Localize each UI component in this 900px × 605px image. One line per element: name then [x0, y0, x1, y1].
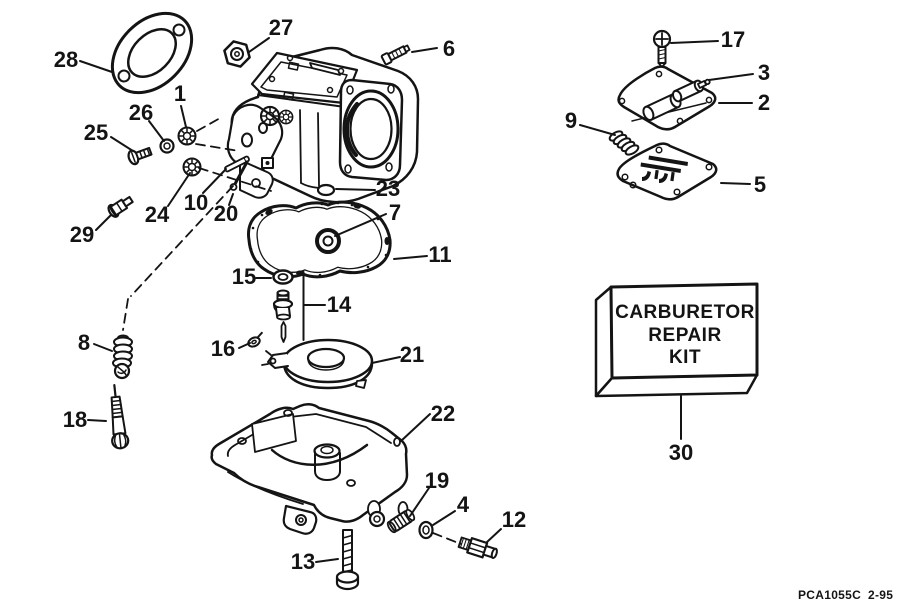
- leader-10: [202, 168, 227, 194]
- leader-7: [334, 213, 387, 237]
- callout-5-label: 5: [754, 172, 766, 197]
- callout-30-label: 30: [669, 440, 693, 465]
- leader-22: [400, 413, 431, 442]
- part-4-washer: [418, 520, 434, 540]
- leader-17: [670, 40, 719, 44]
- callout-27-label: 27: [269, 15, 293, 40]
- part-20-pin: [229, 160, 249, 191]
- callout-14-label: 14: [327, 292, 352, 317]
- leader-13: [315, 558, 339, 563]
- part-28-gasket: [110, 11, 194, 95]
- leader-8: [93, 343, 113, 352]
- part-1-star-washer: [177, 126, 197, 146]
- callout-18-label: 18: [63, 407, 87, 432]
- alignment-dash-lines: [122, 116, 462, 545]
- part-24-star-washer: [182, 157, 202, 177]
- leader-3: [708, 73, 754, 81]
- dash-line: [198, 167, 272, 192]
- leader-29: [95, 214, 112, 231]
- part-25-screw: [127, 146, 153, 166]
- callout-13-label: 13: [291, 549, 315, 574]
- leader-1: [180, 105, 187, 128]
- part-18-idle-needle: [110, 383, 130, 450]
- dash-line: [432, 532, 462, 545]
- leader-28: [79, 60, 113, 73]
- part-27-nut: [223, 40, 251, 68]
- part-16-clip: [247, 331, 263, 348]
- document-code: PCA1055C: [798, 588, 861, 602]
- part-17-screw: [652, 29, 672, 68]
- part-6-screw: [380, 44, 411, 66]
- callout-19-label: 19: [425, 468, 449, 493]
- callout-16-label: 16: [211, 336, 235, 361]
- part-23-seal: [316, 183, 336, 197]
- leader-12: [486, 528, 502, 543]
- callout-23-label: 23: [376, 176, 400, 201]
- footer: PCA1055C 2-95: [798, 588, 893, 602]
- leader-18: [87, 419, 107, 422]
- callout-26-label: 26: [129, 100, 153, 125]
- leader-21: [371, 356, 401, 364]
- dash-line: [130, 185, 234, 297]
- leader-6: [411, 47, 438, 53]
- callout-labels: 28 27 6 17 3 2 9 5 1 26 25 24 10 20 29 2…: [54, 15, 770, 574]
- dash-line: [196, 116, 223, 132]
- callout-25-label: 25: [84, 120, 108, 145]
- callout-21-label: 21: [400, 342, 424, 367]
- kit-box-line3: KIT: [669, 347, 701, 368]
- callout-1-label: 1: [174, 81, 186, 106]
- revision-date: 2-95: [868, 588, 893, 602]
- callout-12-label: 12: [502, 507, 526, 532]
- part-2-pump-cover: [617, 65, 717, 131]
- callout-28-label: 28: [54, 47, 78, 72]
- leader-20: [228, 193, 234, 206]
- callout-10-label: 10: [184, 190, 208, 215]
- kit-box-line1: CARBURETOR: [615, 302, 755, 323]
- dash-line: [122, 298, 129, 331]
- callout-7-label: 7: [389, 200, 401, 225]
- leader-5: [720, 182, 751, 185]
- part-13-bowl-screw: [335, 529, 360, 591]
- leader-4: [432, 510, 456, 526]
- leader-16: [238, 342, 251, 349]
- leader-9: [579, 124, 616, 136]
- leader-25: [110, 136, 134, 152]
- leader-27: [248, 37, 270, 53]
- callout-29-label: 29: [70, 222, 94, 247]
- part-8-spring: [112, 334, 133, 380]
- callout-17-label: 17: [721, 27, 745, 52]
- kit-box-line2: REPAIR: [648, 325, 721, 346]
- part-29-plug-screw: [107, 195, 134, 218]
- part-30-repair-kit-box: CARBURETOR REPAIR KIT: [594, 282, 759, 398]
- callout-24-label: 24: [145, 202, 170, 227]
- callout-22-label: 22: [431, 401, 455, 426]
- part-5-diaphragm: [616, 142, 718, 201]
- callout-20-label: 20: [214, 201, 238, 226]
- leader-23: [335, 188, 376, 191]
- callout-2-label: 2: [758, 90, 770, 115]
- callout-11-label: 11: [428, 242, 451, 267]
- part-22-float-bowl: [210, 403, 409, 535]
- leader-26: [148, 120, 165, 142]
- callout-8-label: 8: [78, 330, 90, 355]
- leader-19: [409, 487, 430, 517]
- dash-line: [195, 143, 240, 152]
- callout-15-label: 15: [232, 264, 256, 289]
- part-carburetor-body: [226, 46, 420, 204]
- callout-3-label: 3: [758, 60, 770, 85]
- leader-lines: [79, 37, 754, 563]
- part-9-spring: [608, 130, 640, 156]
- part-26-washer: [159, 138, 175, 154]
- part-14-needle-valve: [272, 289, 294, 343]
- part-12-fitting: [457, 536, 498, 559]
- part-21-float: [261, 338, 374, 390]
- part-15-o-ring: [272, 269, 294, 285]
- callout-4-label: 4: [457, 492, 470, 517]
- part-7-11-bowl-gasket: [247, 200, 392, 279]
- leader-11: [393, 255, 428, 260]
- callout-9-label: 9: [565, 108, 577, 133]
- leader-24: [167, 172, 191, 207]
- callout-6-label: 6: [443, 36, 455, 61]
